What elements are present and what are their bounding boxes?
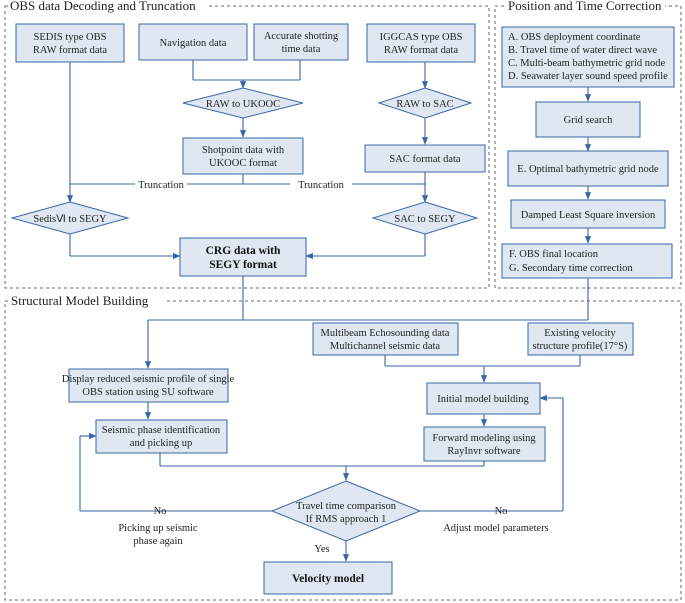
node-shotpoint: Shotpoint data with UKOOC format (182, 137, 304, 175)
svg-text:C. Multi-beam bathymetric grid: C. Multi-beam bathymetric grid node (508, 58, 666, 69)
svg-text:Multichannel seismic data: Multichannel seismic data (330, 341, 441, 352)
svg-text:G. Secondary time correction: G. Secondary time correction (509, 263, 633, 274)
node-navigation: Navigation data (138, 23, 248, 61)
node-display-profile: Display reduced seismic profile of singl… (62, 368, 235, 403)
node-crg: CRG data with SEGY format (179, 237, 307, 277)
svg-text:A. OBS deployment coordinate: A. OBS deployment coordinate (508, 32, 641, 43)
svg-text:Existing velocity: Existing velocity (544, 328, 616, 339)
svg-text:OBS station using SU software: OBS station using SU software (82, 387, 214, 398)
node-damped-inversion: Damped Least Square inversion (510, 199, 666, 229)
svg-text:SAC format data: SAC format data (389, 154, 460, 165)
svg-text:Accurate shotting: Accurate shotting (264, 31, 339, 42)
svg-text:SedisⅥ to SEGY: SedisⅥ to SEGY (33, 214, 107, 225)
picking-again-label-line1: Picking up seismic (118, 523, 198, 534)
svg-text:B. Travel time of water direct: B. Travel time of water direct wave (508, 45, 657, 56)
node-sac-format: SAC format data (364, 144, 486, 173)
svg-text:SAC to SEGY: SAC to SEGY (394, 214, 456, 225)
svg-text:RAW format data: RAW format data (33, 45, 108, 56)
svg-text:structure profile(17°S): structure profile(17°S) (533, 341, 628, 352)
svg-text:SEGY format: SEGY format (209, 259, 277, 271)
svg-text:RAW format data: RAW format data (384, 45, 459, 56)
node-forward-modeling: Forward modeling using RayInvr software (423, 426, 546, 462)
svg-text:RAW to SAC: RAW to SAC (396, 99, 453, 110)
svg-text:Initial model building: Initial model building (437, 394, 529, 405)
svg-text:Shotpoint data with: Shotpoint data with (202, 145, 285, 156)
svg-text:time data: time data (282, 44, 321, 55)
yes-label: Yes (314, 544, 329, 555)
node-raw-to-ukooc: RAW to UKOOC (182, 87, 304, 119)
adjust-label: Adjust model parameters (443, 523, 549, 534)
node-phase-identification: Seismic phase identification and picking… (95, 419, 228, 454)
connectors-decoding (66, 60, 429, 260)
svg-text:and picking up: and picking up (130, 438, 192, 449)
decoding-section (4, 5, 490, 289)
svg-text:Navigation data: Navigation data (160, 38, 227, 49)
svg-text:Travel time comparison: Travel time comparison (296, 501, 397, 512)
svg-text:Grid search: Grid search (564, 115, 613, 126)
picking-again-label-line2: phase again (133, 536, 183, 547)
decoding-section-title: OBS data Decoding and Truncation (10, 0, 196, 13)
svg-text:UKOOC format: UKOOC format (209, 158, 277, 169)
svg-text:Seismic phase identification: Seismic phase identification (102, 425, 221, 436)
svg-text:F. OBS final location: F. OBS final location (509, 249, 599, 260)
no-right-label: No (495, 506, 508, 517)
svg-text:SEDIS type OBS: SEDIS type OBS (34, 32, 107, 43)
connectors-structural (79, 276, 589, 562)
truncation-right-label: Truncation (298, 180, 344, 191)
node-initial-model: Initial model building (426, 382, 541, 415)
structural-section (4, 300, 682, 601)
svg-text:Multibeam Echosounding data: Multibeam Echosounding data (321, 328, 450, 339)
node-sac-to-segy: SAC to SEGY (371, 201, 479, 235)
node-final-list: F. OBS final location G. Secondary time … (501, 243, 673, 279)
svg-text:Velocity model: Velocity model (292, 573, 364, 585)
node-sedis-raw: SEDIS type OBS RAW format data (15, 23, 125, 63)
node-shot-time: Accurate shotting time data (253, 23, 349, 61)
node-optimal-node: E. Optimal bathymetric grid node (507, 150, 669, 187)
node-grid-search: Grid search (535, 101, 641, 138)
truncation-left-label: Truncation (138, 180, 184, 191)
node-inputs-list: A. OBS deployment coordinate B. Travel t… (501, 26, 675, 88)
svg-text:RAW to UKOOC: RAW to UKOOC (206, 99, 280, 110)
svg-text:D. Seawater layer sound speed: D. Seawater layer sound speed profile (508, 71, 668, 82)
svg-text:If RMS approach 1: If RMS approach 1 (306, 514, 387, 525)
node-raw-to-sac: RAW to SAC (377, 87, 473, 119)
svg-text:RayInvr software: RayInvr software (447, 446, 521, 457)
node-travel-comparison: Travel time comparison If RMS approach 1 (270, 480, 422, 542)
node-velocity-model: Velocity model (263, 561, 393, 595)
node-multibeam: Multibeam Echosounding data Multichannel… (312, 322, 459, 356)
structural-section-title: Structural Model Building (11, 293, 149, 308)
node-iggcas-raw: IGGCAS type OBS RAW format data (366, 23, 476, 63)
no-left-label: No (154, 506, 167, 517)
node-existing-velocity: Existing velocity structure profile(17°S… (527, 322, 634, 356)
svg-text:Display reduced seismic profil: Display reduced seismic profile of singl… (62, 374, 235, 385)
svg-text:CRG data with: CRG data with (206, 245, 281, 257)
svg-text:Forward modeling using: Forward modeling using (432, 433, 536, 444)
position-section-title: Position and Time Correction (508, 0, 662, 13)
svg-text:E. Optimal bathymetric grid no: E. Optimal bathymetric grid node (517, 164, 659, 175)
svg-text:Damped Least Square inversion: Damped Least Square inversion (521, 210, 656, 221)
svg-text:IGGCAS type OBS: IGGCAS type OBS (380, 32, 463, 43)
node-sedis-to-segy: SedisⅥ to SEGY (10, 201, 130, 235)
